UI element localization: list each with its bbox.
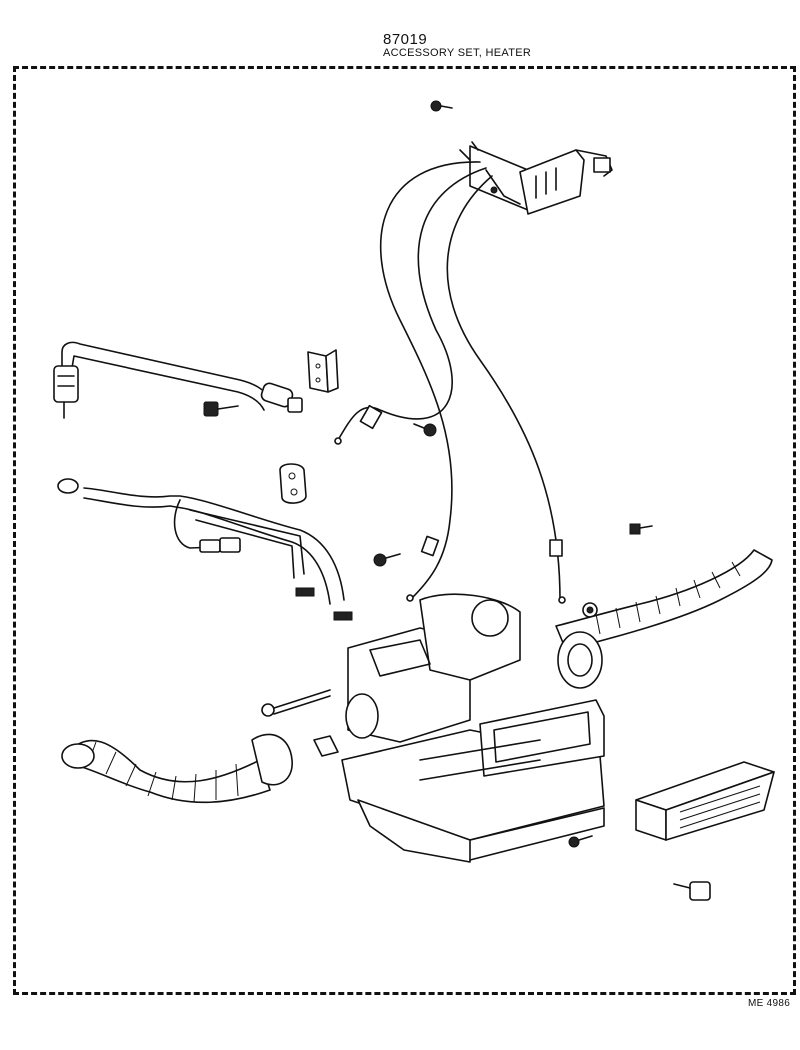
- control-cables: [335, 162, 565, 603]
- cable-clamps: [360, 406, 562, 556]
- air-duct-right: [556, 550, 772, 688]
- defroster-vent: [636, 762, 774, 840]
- diagram-title: ACCESSORY SET, HEATER: [383, 47, 532, 59]
- control-lever-bracket: [460, 142, 612, 214]
- heater-unit: [314, 594, 604, 862]
- long-bolt: [262, 690, 330, 716]
- bolts: [204, 402, 710, 900]
- heater-water-hoses: [58, 479, 352, 620]
- water-valve-pipe: [54, 342, 302, 418]
- part-number: 87019: [383, 31, 428, 48]
- air-duct-left: [62, 734, 292, 802]
- bolt-top: [431, 101, 452, 111]
- mounting-brackets: [280, 350, 338, 503]
- reference-code: ME 4986: [748, 998, 791, 1009]
- diagram-border: [13, 66, 796, 995]
